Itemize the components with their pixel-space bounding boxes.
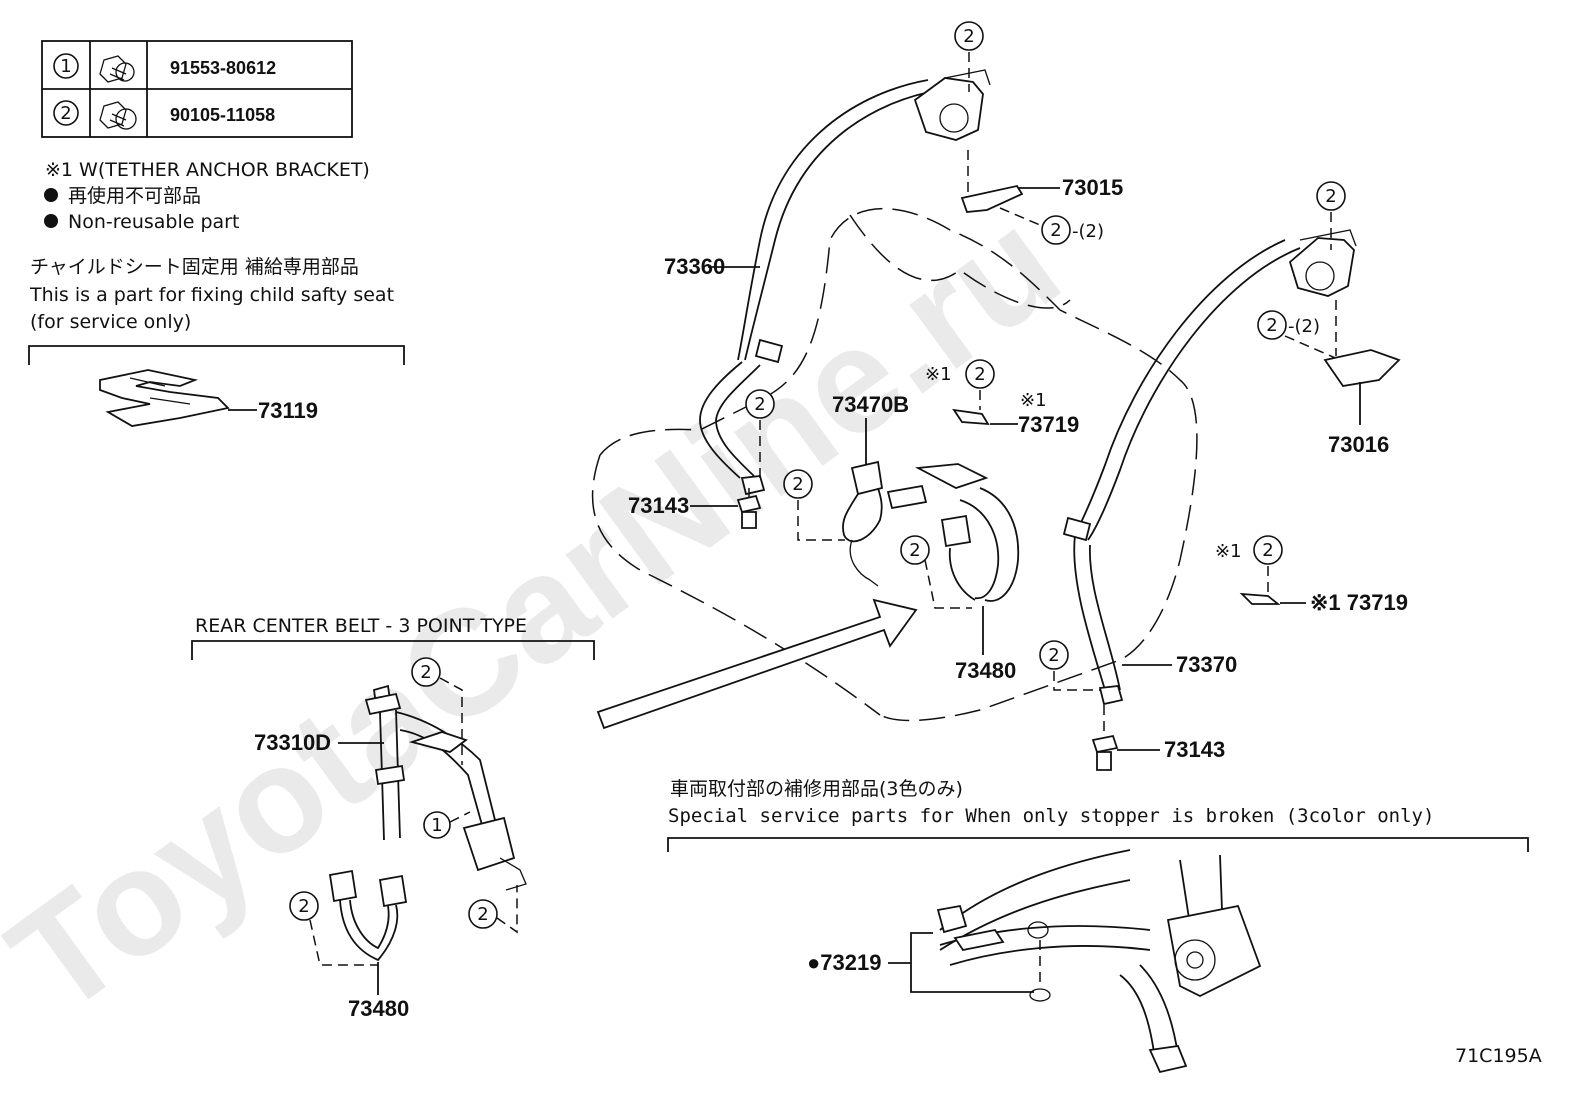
- center-belt-73310D: [364, 684, 527, 891]
- svg-text:2: 2: [1262, 540, 1273, 561]
- center-retractor: [462, 816, 516, 872]
- bolt-73143-left: [736, 488, 762, 529]
- special-parts-jp: 車両取付部の補修用部品(3色のみ): [670, 778, 963, 800]
- bolt-with-washer-icon: [99, 101, 137, 130]
- rear-center-bracket: [191, 640, 595, 660]
- callout-2-73719-right: [1253, 535, 1283, 565]
- svg-text:-(2): -(2): [1072, 221, 1104, 242]
- svg-text:2: 2: [754, 394, 765, 415]
- label-73719-right: ※1 73719: [1310, 590, 1408, 615]
- child-seat-section-bracket: [28, 345, 405, 365]
- callout-1-center: [423, 811, 451, 839]
- svg-text:※1: ※1: [1215, 541, 1242, 562]
- svg-text:-(2): -(2): [1288, 316, 1320, 337]
- callout-2-73143-left: [745, 389, 775, 419]
- buckle-73470B: [842, 460, 928, 587]
- label-73719-top: 73719: [1018, 412, 1079, 437]
- special-parts-en: Special service parts for When only stop…: [668, 805, 1434, 827]
- child-seat-en-1: This is a part for fixing child safty se…: [29, 284, 394, 306]
- stopper-retractor: [1166, 904, 1262, 998]
- figure-code: 71C195A: [1455, 1045, 1542, 1067]
- watermark: ToyotaCarNine.ru: [0, 177, 1088, 1046]
- label-73143-right: 73143: [1164, 737, 1225, 762]
- label-73119: 73119: [258, 398, 318, 423]
- table-row-2: 2 90105-11058: [53, 100, 275, 130]
- child-seat-plate-73119: [99, 369, 257, 427]
- bracket-73015: [960, 184, 1024, 213]
- callout-2-73016: [1257, 310, 1287, 340]
- lower-anchor-plate-right: [1098, 685, 1124, 706]
- svg-text:2: 2: [1048, 645, 1059, 666]
- table-row-1: 1 91553-80612: [53, 53, 276, 83]
- svg-text:2: 2: [963, 26, 974, 47]
- table-index-1: 1: [60, 56, 71, 77]
- label-73016: 73016: [1328, 432, 1389, 457]
- label-73219: ●73219: [807, 950, 881, 975]
- bolt-73143-right: [1091, 734, 1119, 771]
- table-partno-1: 91553-80612: [170, 58, 276, 78]
- retractor-right: [1288, 237, 1355, 297]
- stopper-detail: [936, 849, 1262, 1074]
- special-parts-bracket: [667, 837, 1529, 852]
- tether-note: ※1 W(TETHER ANCHOR BRACKET): [45, 159, 370, 181]
- tether-bracket-73719-top: [952, 408, 990, 426]
- svg-text:1: 1: [431, 815, 442, 836]
- callout-2-73719-top: [965, 359, 995, 389]
- svg-text:2: 2: [1266, 315, 1277, 336]
- table-partno-2: 90105-11058: [170, 105, 275, 125]
- svg-text:2: 2: [1050, 220, 1061, 241]
- callout-2-top-left-retractor: [954, 21, 984, 51]
- child-seat-en-2: (for service only): [30, 311, 191, 333]
- direction-arrow: [596, 598, 918, 730]
- svg-text:2: 2: [792, 474, 803, 495]
- tether-bracket-73719-right: [1239, 592, 1281, 605]
- bolt-with-washer-icon: [99, 55, 135, 83]
- callout-2-73143-right: [1039, 640, 1069, 670]
- callout-2-center-buckle: [289, 891, 319, 921]
- callout-2-right-retractor: [1316, 181, 1346, 211]
- callout-2-73015: [1041, 215, 1071, 245]
- fastener-table: 1 91553-80612 2 90105-11058: [41, 40, 353, 138]
- label-73480-main: 73480: [955, 658, 1016, 683]
- table-index-2: 2: [60, 103, 71, 124]
- lower-anchor-plate: [740, 475, 766, 496]
- bullet-icon: [44, 188, 58, 202]
- callout-2-73480: [900, 535, 930, 565]
- svg-text:2: 2: [909, 540, 920, 561]
- label-73015: 73015: [1062, 175, 1123, 200]
- svg-text:2: 2: [974, 364, 985, 385]
- svg-text:※1: ※1: [925, 364, 952, 385]
- svg-text:2: 2: [1325, 186, 1336, 207]
- callout-2-73470B: [783, 469, 813, 499]
- callout-2-center-bottom: [468, 899, 498, 929]
- svg-text:2: 2: [420, 662, 431, 683]
- bullet-icon: [44, 214, 58, 228]
- right-outer-belt-73370: [1062, 229, 1357, 706]
- svg-text:2: 2: [477, 904, 488, 925]
- rear-seat-outline: [591, 207, 1198, 722]
- buckle-73480: [914, 463, 1020, 602]
- child-seat-jp: チャイルドシート固定用 補給専用部品: [30, 256, 359, 278]
- bracket-73016: [1323, 349, 1401, 387]
- rear-center-title: REAR CENTER BELT - 3 POINT TYPE: [195, 615, 527, 637]
- belt-guide: [754, 338, 784, 364]
- left-outer-belt-73360: [699, 69, 991, 496]
- belt-guide-right: [1062, 516, 1092, 542]
- label-73143-left: 73143: [628, 493, 689, 518]
- center-buckle-73480: [328, 869, 408, 962]
- label-73310D: 73310D: [254, 730, 331, 755]
- label-73370: 73370: [1176, 652, 1237, 677]
- callout-2-center-top: [411, 657, 441, 687]
- non-reusable-jp: 再使用不可部品: [68, 185, 201, 207]
- label-73360: 73360: [664, 254, 725, 279]
- svg-text:2: 2: [298, 896, 309, 917]
- non-reusable-en: Non-reusable part: [68, 211, 239, 233]
- label-73480-inset: 73480: [348, 996, 409, 1021]
- svg-text:※1: ※1: [1020, 390, 1047, 411]
- label-73470B: 73470B: [832, 392, 909, 417]
